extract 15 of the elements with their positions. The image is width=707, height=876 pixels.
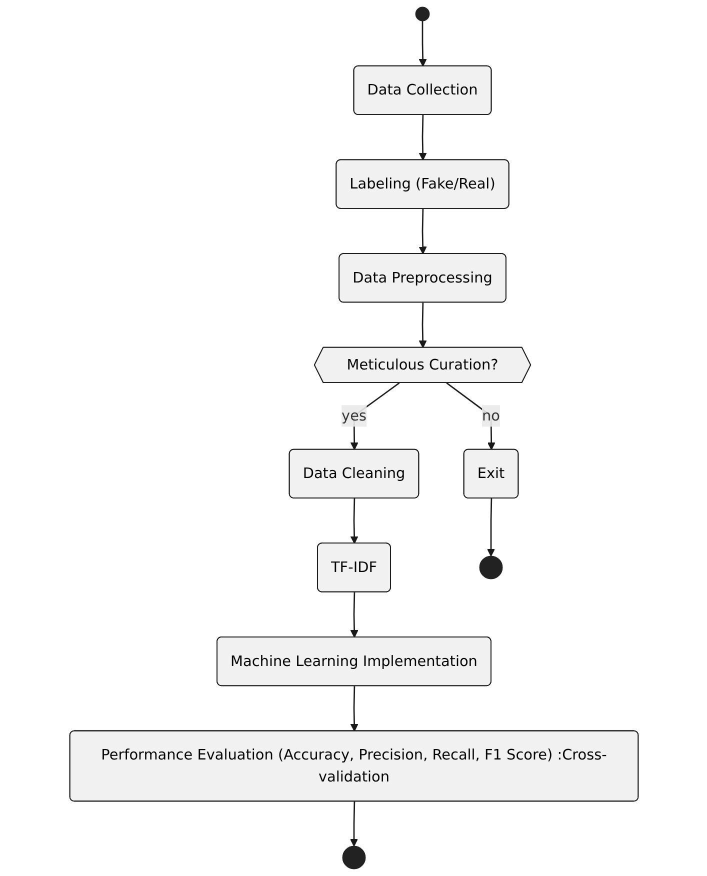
arrow [446, 382, 495, 450]
arrow [350, 498, 358, 544]
node-circle [342, 846, 366, 870]
arrow [418, 115, 426, 160]
arrow [418, 208, 426, 254]
arrow [350, 802, 358, 847]
node-circle [478, 556, 502, 580]
arrow [350, 592, 358, 638]
arrow [418, 302, 426, 348]
arrow [418, 20, 426, 67]
edge-label: yes [341, 406, 366, 424]
node-circle [414, 6, 430, 22]
arrow [486, 498, 494, 557]
arrow [350, 686, 358, 732]
edge-label: no [482, 406, 500, 424]
